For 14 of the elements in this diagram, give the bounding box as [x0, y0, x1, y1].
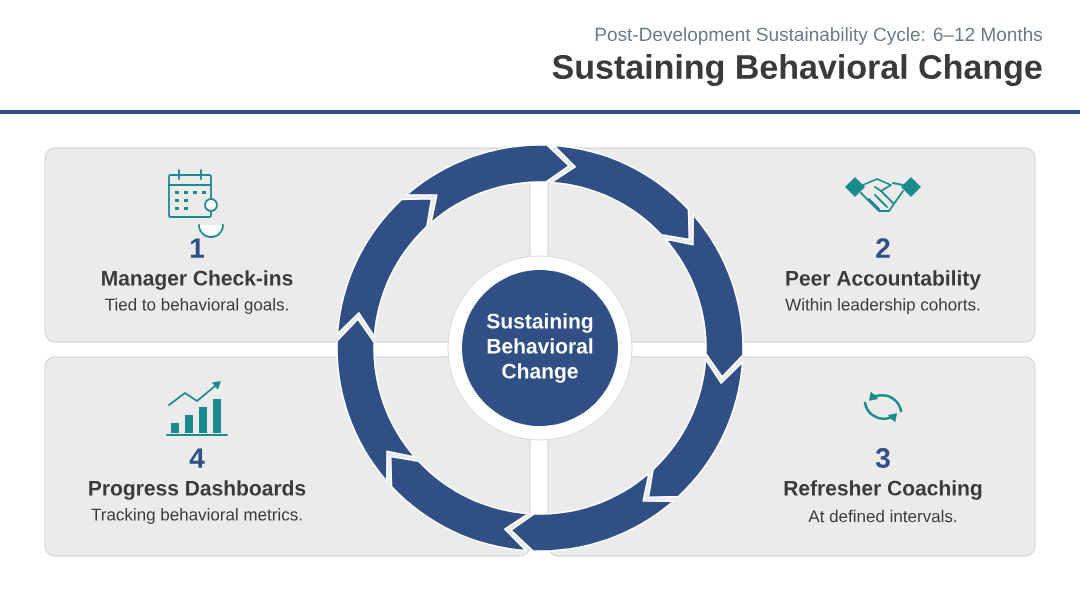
step-title: Peer Accountability: [786, 270, 981, 290]
step-title: Manager Check-ins: [102, 270, 293, 290]
step-number: 1: [190, 238, 204, 258]
step-number: 3: [875, 448, 890, 468]
step-number: 2: [876, 238, 890, 258]
step-title: Progress Dashboards: [89, 480, 306, 500]
step-description: Within leadership cohorts.: [785, 298, 980, 314]
title: Sustaining Behavioral Change: [552, 54, 1042, 86]
subtitle: Post-Development Sustainability Cycle: 6–12 Months: [595, 27, 1043, 45]
step-number: 4: [189, 448, 205, 468]
step-description: At defined intervals.: [808, 509, 957, 523]
step-description: Tied to behavioral goals.: [105, 298, 288, 314]
step-description: Tracking behavioral metrics.: [91, 508, 302, 524]
step-title: Refresher Coaching: [784, 480, 982, 500]
